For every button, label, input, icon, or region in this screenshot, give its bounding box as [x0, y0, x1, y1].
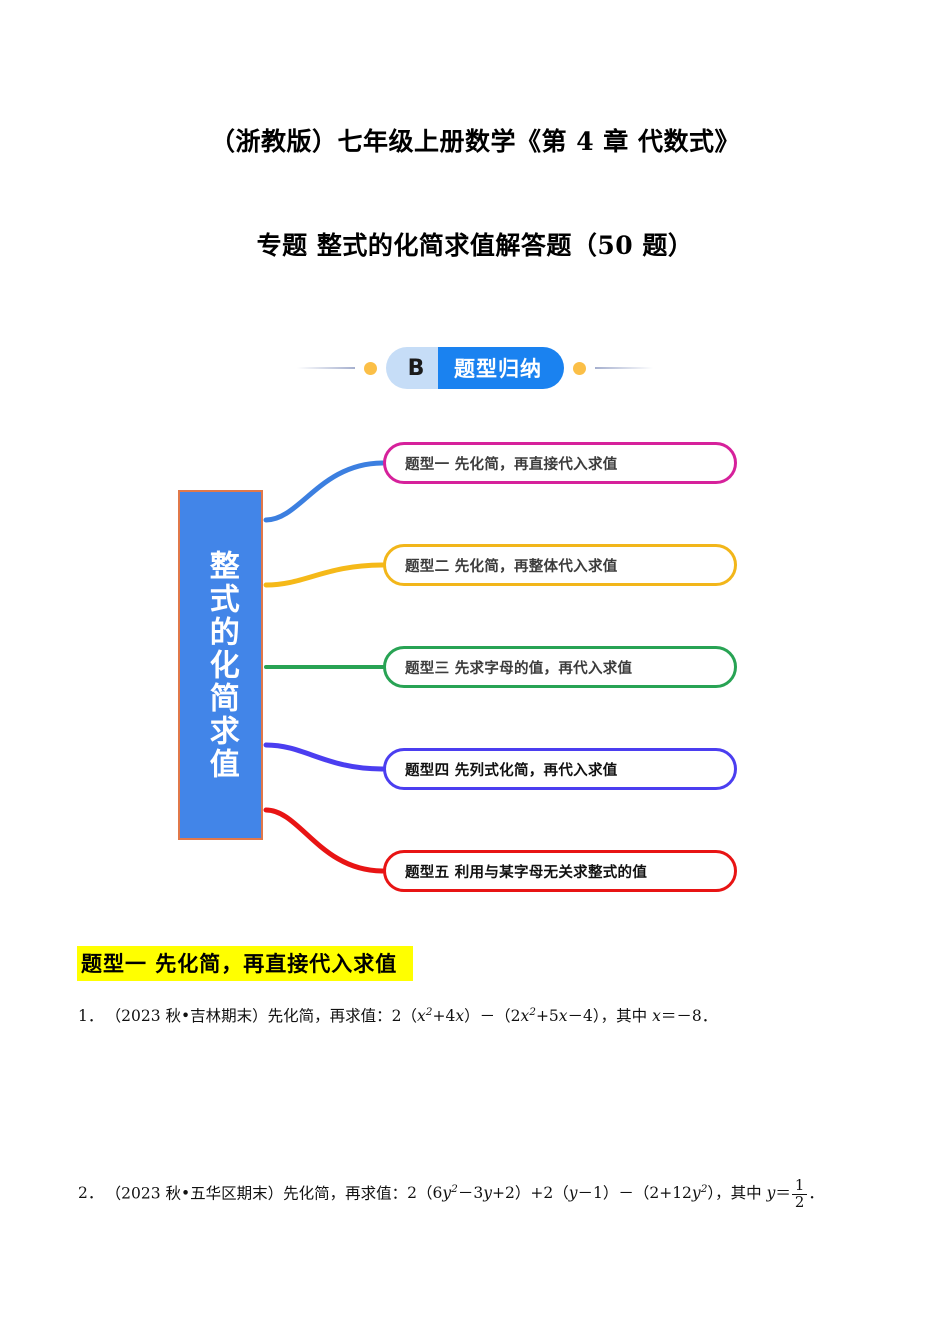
problem-1-source: （2023 秋•吉林期末） [113, 1007, 268, 1026]
p1-v2: x [455, 1007, 465, 1026]
p2-s1: 2 [451, 1183, 458, 1196]
p2-e2: －3 [457, 1184, 484, 1203]
mindmap-branch-3-label: 题型三 先求字母的值，再代入求值 [405, 660, 633, 677]
p1-e1: 2（ [391, 1007, 418, 1026]
p1-v1: x [417, 1007, 426, 1026]
connector-branch-2 [263, 562, 386, 588]
p1-v4: x [558, 1007, 568, 1026]
document-title-line-1: （浙教版）七年级上册数学《第 4 章 代数式》 [209, 127, 740, 156]
p1-e4: +5 [535, 1007, 559, 1026]
badge-pill: B 题型归纳 [386, 347, 564, 389]
mindmap-branch-4[interactable]: 题型四 先列式化简，再代入求值 [383, 748, 737, 790]
mindmap-branch-2[interactable]: 题型二 先化简，再整体代入求值 [383, 544, 737, 586]
mindmap-connectors [263, 460, 386, 874]
center-node-label: 整式的化简求值 [203, 549, 239, 781]
connector-branch-5 [263, 807, 386, 874]
p2-v4: y [691, 1184, 701, 1203]
p1-v5: x [652, 1007, 661, 1026]
p2-e7: ． [808, 1184, 824, 1203]
connector-branch-4 [263, 742, 386, 772]
p1-v3: x [520, 1007, 530, 1026]
p2-e1: 2（6 [407, 1184, 443, 1203]
p1-e3: ）－（2 [464, 1007, 521, 1026]
p1-e2: +4 [432, 1007, 456, 1026]
problem-item-2: 2．（2023 秋•五华区期末）先化简，再求值：2（6y2－3y+2）+2（y－… [78, 1177, 923, 1210]
p1-s1: 2 [425, 1006, 433, 1018]
mindmap-branch-5[interactable]: 题型五 利用与某字母无关求整式的值 [383, 850, 737, 892]
p1-e6: ＝－8． [660, 1007, 718, 1026]
mindmap-branch-3[interactable]: 题型三 先求字母的值，再代入求值 [383, 646, 737, 688]
badge-rule-left [297, 367, 355, 369]
problem-2-prompt: 先化简，再求值： [283, 1184, 408, 1203]
badge-label: 题型归纳 [438, 347, 564, 389]
p2-e4: －1）－（2+12 [577, 1184, 692, 1203]
mindmap-branch-2-label: 题型二 先化简，再整体代入求值 [405, 558, 618, 575]
p1-s2: 2 [529, 1006, 536, 1018]
problem-2-number: 2． [78, 1184, 104, 1203]
badge-letter: B [386, 347, 438, 389]
problem-2-source: （2023 秋•五华区期末） [113, 1184, 284, 1203]
p2-s2: 2 [700, 1183, 708, 1196]
badge-rule-right [595, 367, 653, 369]
p2-v1: y [442, 1184, 452, 1203]
badge-dot-left [364, 361, 377, 375]
problem-1-prompt: 先化简，再求值： [267, 1007, 392, 1026]
problem-1-expression: 2（x2+4x）－（2x2+5x－4），其中 x＝－8． [391, 1006, 718, 1026]
badge-dot-right [573, 361, 586, 375]
document-subtitle-line-2: 专题 整式的化简求值解答题（50 题） [256, 231, 694, 260]
p2-e3: +2）+2（ [492, 1184, 569, 1203]
connector-branch-1 [263, 460, 386, 523]
section-badge: B 题型归纳 [275, 340, 675, 396]
section-header-label: 题型一 先化简，再直接代入求值 [77, 946, 414, 981]
problem-item-1: 1．（2023 秋•吉林期末）先化简，再求值：2（x2+4x）－（2x2+5x－… [78, 1005, 923, 1028]
problem-1-number: 1． [78, 1007, 104, 1026]
mindmap-branch-1[interactable]: 题型一 先化简，再直接代入求值 [383, 442, 737, 484]
mindmap-center-node: 整式的化简求值 [178, 490, 263, 840]
mindmap-branch-1-label: 题型一 先化简，再直接代入求值 [405, 456, 618, 473]
p2-e5: ），其中 [707, 1184, 767, 1203]
p2-frac-numerator: 1 [794, 1176, 805, 1194]
mindmap-figure: B 题型归纳 整式的化简求值 题型一 先化简，再直接代入求值 题型二 先化简，再… [0, 320, 950, 920]
p2-v3: y [568, 1184, 578, 1203]
mindmap-branch-4-label: 题型四 先列式化简，再代入求值 [405, 762, 618, 779]
p1-e5: －4），其中 [567, 1007, 653, 1026]
section-header: 题型一 先化简，再直接代入求值 [77, 946, 414, 981]
p2-frac-denominator: 2 [791, 1193, 808, 1211]
mindmap-branch-5-label: 题型五 利用与某字母无关求整式的值 [405, 864, 648, 881]
p2-v5: y [766, 1184, 776, 1203]
p2-e6: ＝ [775, 1184, 791, 1203]
p2-v2: y [483, 1184, 493, 1203]
